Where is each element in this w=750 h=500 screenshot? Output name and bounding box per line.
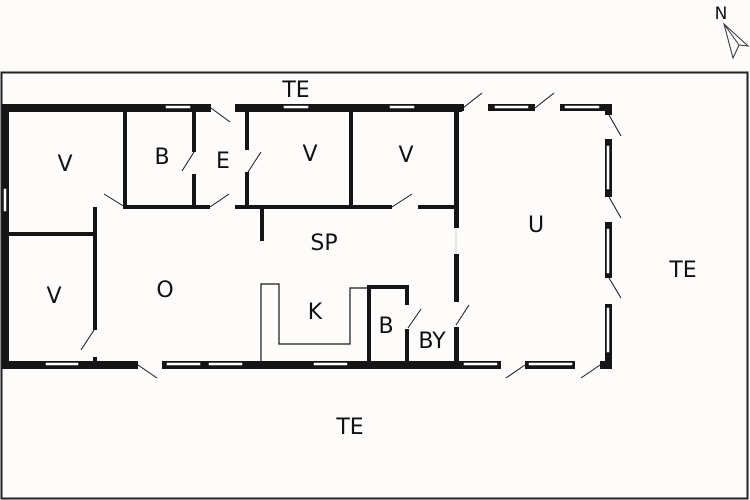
bedroom-2-label: V xyxy=(302,142,317,167)
bedroom-4-label: V xyxy=(46,284,61,309)
living-room-label: O xyxy=(156,278,173,303)
bathroom-1-label: B xyxy=(154,145,169,170)
doors xyxy=(80,92,622,379)
kitchen-counter xyxy=(260,283,367,362)
terrace-top-label: TE xyxy=(281,78,309,103)
windows xyxy=(2,104,611,367)
bedroom-3-label: V xyxy=(398,143,413,168)
north-label: N xyxy=(715,4,728,24)
dining-label: SP xyxy=(310,231,337,256)
terrace-right-label: TE xyxy=(668,258,696,283)
room-labels: TE TE TE V B E V V V O SP K B BY U xyxy=(46,78,696,440)
utility-label: BY xyxy=(418,329,446,354)
north-arrow-icon: N xyxy=(715,4,750,60)
terrace-bottom-label: TE xyxy=(335,415,363,440)
bedroom-1-label: V xyxy=(57,152,72,177)
annex-label: U xyxy=(528,213,544,238)
entrance-label: E xyxy=(216,149,230,174)
bathroom-2-label: B xyxy=(378,314,393,339)
kitchen-label: K xyxy=(308,300,323,325)
plot-boundary xyxy=(0,71,749,500)
